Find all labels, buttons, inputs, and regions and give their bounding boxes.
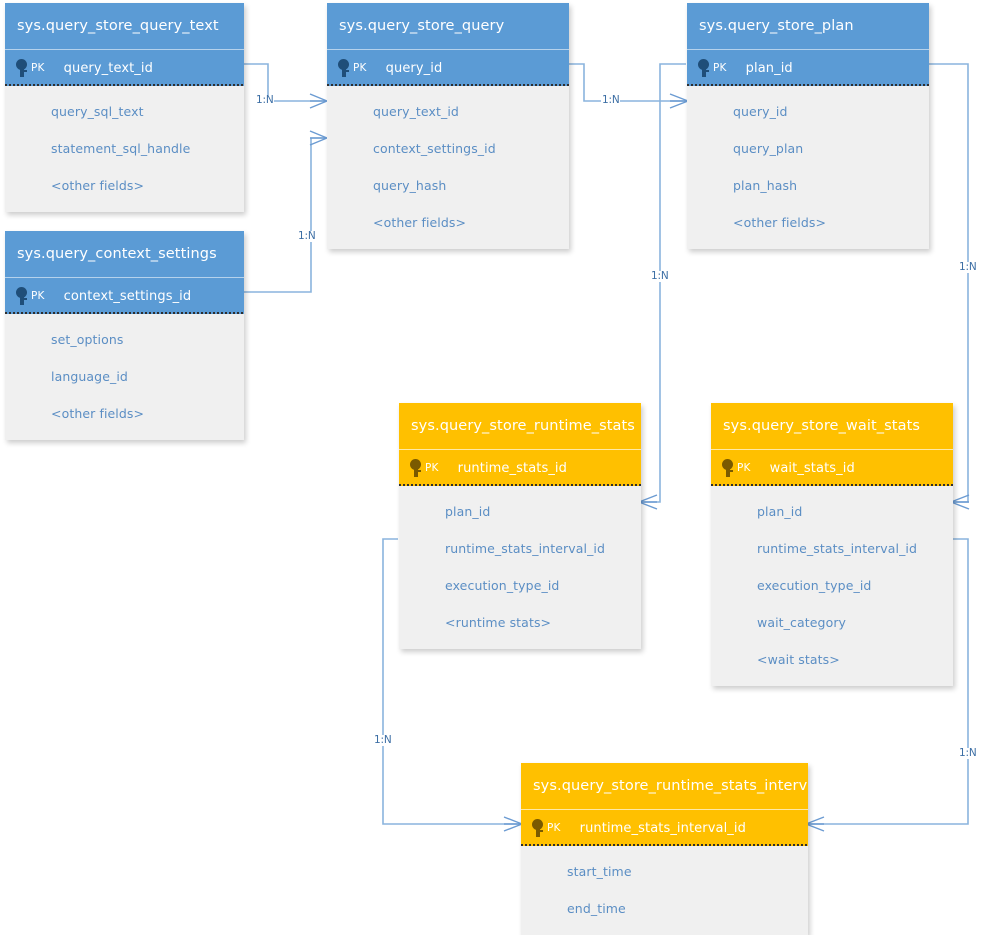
cardinality-label-rel5: 1:N <box>958 261 978 273</box>
crowfoot-arrow <box>503 816 523 832</box>
pk-field-name: query_id <box>385 60 443 76</box>
key-icon <box>721 459 737 477</box>
field-row: plan_id <box>757 504 803 519</box>
entity-fields: start_time end_time <box>521 846 808 935</box>
entity-title: sys.query_store_query_text <box>5 3 244 49</box>
pk-badge: PK <box>737 462 751 474</box>
connector-context-settings-to-query <box>244 137 326 293</box>
field-row: language_id <box>51 369 128 384</box>
field-row: runtime_stats_interval_id <box>757 541 918 556</box>
field-row: plan_hash <box>733 178 798 193</box>
crowfoot-arrow <box>638 494 658 510</box>
field-row: context_settings_id <box>373 141 496 156</box>
entity-fields: query_sql_text statement_sql_handle <oth… <box>5 86 244 212</box>
field-row: <other fields> <box>51 178 145 193</box>
field-row: <wait stats> <box>757 652 840 667</box>
primary-key-row[interactable]: PK plan_id <box>687 49 929 86</box>
primary-key-row[interactable]: PK query_id <box>327 49 569 86</box>
entity-fields: query_id query_plan plan_hash <other fie… <box>687 86 929 249</box>
key-icon <box>409 459 425 477</box>
field-row: wait_category <box>757 615 847 630</box>
field-row: query_hash <box>373 178 447 193</box>
entity-fields: plan_id runtime_stats_interval_id execut… <box>399 486 641 649</box>
field-row: query_text_id <box>373 104 459 119</box>
crowfoot-arrow <box>309 130 328 146</box>
entity-query-store-runtime-stats[interactable]: sys.query_store_runtime_stats PK runtime… <box>399 403 641 649</box>
cardinality-label-rel1: 1:N <box>255 94 275 106</box>
field-row: query_id <box>733 104 788 119</box>
cardinality-label-rel6: 1:N <box>373 734 393 746</box>
key-icon <box>531 819 547 837</box>
cardinality-label-rel2: 1:N <box>297 230 317 242</box>
entity-title: sys.query_store_runtime_stats_interval <box>521 763 808 809</box>
primary-key-row[interactable]: PK runtime_stats_interval_id <box>521 809 808 846</box>
field-row: <runtime stats> <box>445 615 552 630</box>
field-row: set_options <box>51 332 124 347</box>
entity-fields: plan_id runtime_stats_interval_id execut… <box>711 486 953 686</box>
cardinality-label-rel4: 1:N <box>650 270 670 282</box>
field-row: statement_sql_handle <box>51 141 191 156</box>
crowfoot-arrow <box>669 93 689 109</box>
field-row: <other fields> <box>51 406 145 421</box>
field-row: execution_type_id <box>445 578 560 593</box>
pk-badge: PK <box>547 822 561 834</box>
pk-badge: PK <box>425 462 439 474</box>
crowfoot-arrow <box>309 93 328 109</box>
entity-query-context-settings[interactable]: sys.query_context_settings PK context_se… <box>5 231 244 440</box>
pk-badge: PK <box>31 290 45 302</box>
connector-query-to-plan <box>569 63 686 102</box>
entity-title: sys.query_store_plan <box>687 3 929 49</box>
entity-query-store-plan[interactable]: sys.query_store_plan PK plan_id query_id… <box>687 3 929 249</box>
entity-query-store-wait-stats[interactable]: sys.query_store_wait_stats PK wait_stats… <box>711 403 953 686</box>
entity-title: sys.query_context_settings <box>5 231 244 277</box>
field-row: start_time <box>567 864 632 879</box>
entity-query-store-runtime-stats-interval[interactable]: sys.query_store_runtime_stats_interval P… <box>521 763 808 935</box>
pk-field-name: context_settings_id <box>63 288 192 304</box>
cardinality-label-rel3: 1:N <box>601 94 621 106</box>
pk-field-name: plan_id <box>745 60 793 76</box>
primary-key-row[interactable]: PK context_settings_id <box>5 277 244 314</box>
primary-key-row[interactable]: PK wait_stats_id <box>711 449 953 486</box>
entity-fields: query_text_id context_settings_id query_… <box>327 86 569 249</box>
pk-badge: PK <box>31 62 45 74</box>
crowfoot-arrow <box>950 494 970 510</box>
field-row: plan_id <box>445 504 491 519</box>
field-row: end_time <box>567 901 626 916</box>
key-icon <box>337 59 353 77</box>
crowfoot-arrow <box>805 816 825 832</box>
entity-query-store-query-text[interactable]: sys.query_store_query_text PK query_text… <box>5 3 244 212</box>
primary-key-row[interactable]: PK runtime_stats_id <box>399 449 641 486</box>
field-row: <other fields> <box>373 215 467 230</box>
entity-query-store-query[interactable]: sys.query_store_query PK query_id query_… <box>327 3 569 249</box>
pk-field-name: runtime_stats_id <box>457 460 567 476</box>
connector-plan-to-runtime-stats <box>641 63 686 503</box>
pk-field-name: query_text_id <box>63 60 153 76</box>
pk-field-name: wait_stats_id <box>769 460 855 476</box>
primary-key-row[interactable]: PK query_text_id <box>5 49 244 86</box>
key-icon <box>15 287 31 305</box>
key-icon <box>697 59 713 77</box>
pk-badge: PK <box>713 62 727 74</box>
pk-badge: PK <box>353 62 367 74</box>
entity-title: sys.query_store_wait_stats <box>711 403 953 449</box>
field-row: <other fields> <box>733 215 827 230</box>
entity-title: sys.query_store_query <box>327 3 569 49</box>
cardinality-label-rel7: 1:N <box>958 747 978 759</box>
pk-field-name: runtime_stats_interval_id <box>579 820 746 836</box>
field-row: query_plan <box>733 141 804 156</box>
field-row: query_sql_text <box>51 104 144 119</box>
entity-fields: set_options language_id <other fields> <box>5 314 244 440</box>
entity-title: sys.query_store_runtime_stats <box>399 403 641 449</box>
field-row: execution_type_id <box>757 578 872 593</box>
field-row: runtime_stats_interval_id <box>445 541 606 556</box>
key-icon <box>15 59 31 77</box>
